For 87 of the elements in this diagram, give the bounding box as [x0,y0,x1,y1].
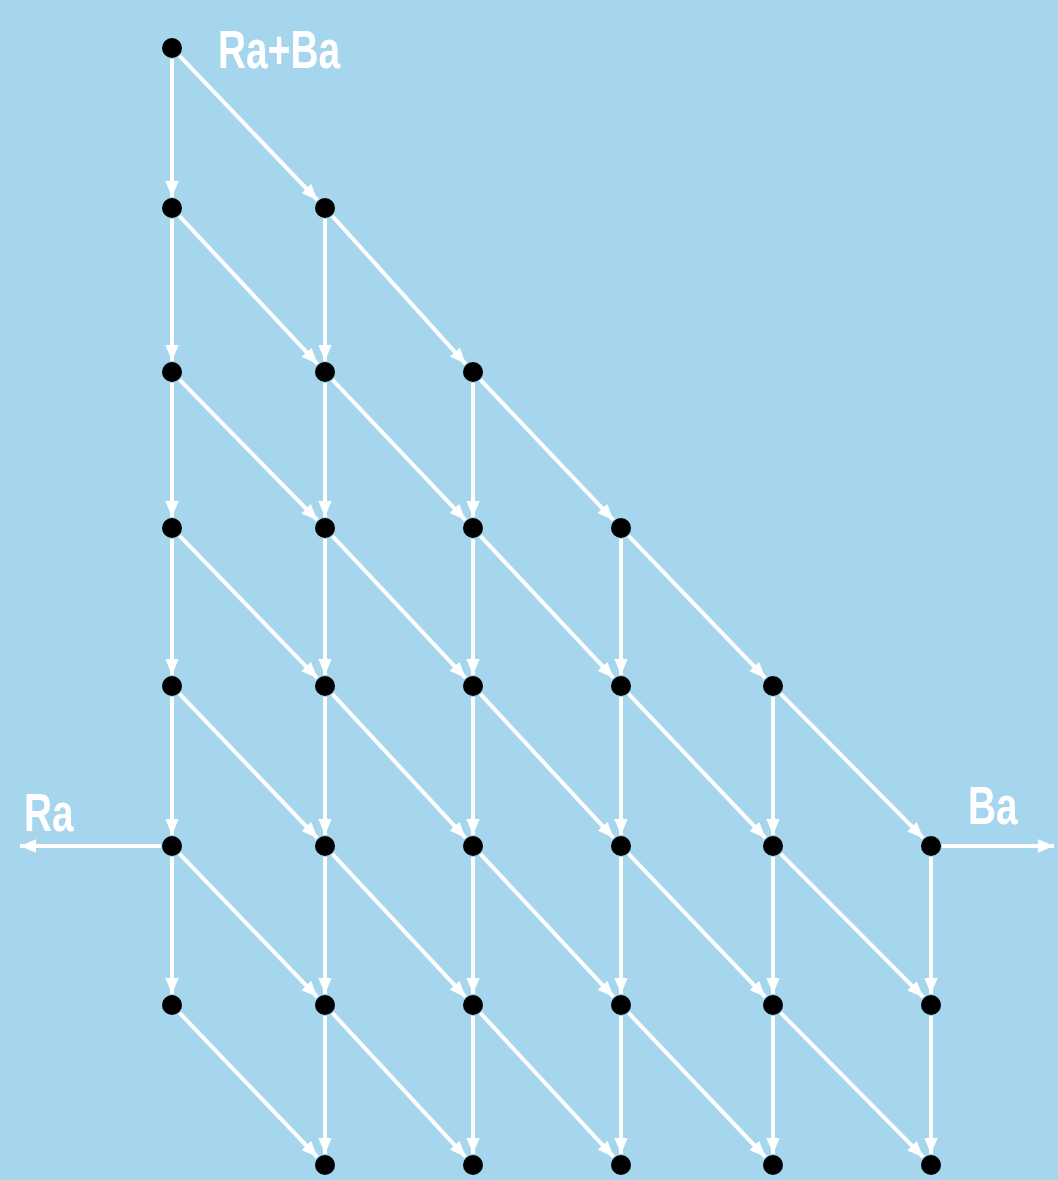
arrow [614,1016,628,1154]
arrow [614,857,628,994]
arrow [766,697,780,835]
node-dot [463,518,483,538]
arrow [466,539,480,675]
node-dot [463,676,483,696]
arrow [165,697,179,835]
arrow [479,1011,615,1159]
arrow [466,697,480,835]
arrow [614,539,628,675]
arrow [20,839,161,853]
arrow [331,1011,467,1159]
arrow [479,852,615,999]
node-dot [611,518,631,538]
arrow [165,539,179,675]
edge-label: Ba [968,778,1018,832]
arrow [318,697,332,835]
node-dot [921,1155,941,1175]
arrow [479,378,615,522]
arrow [466,1016,480,1154]
arrow [627,692,767,840]
arrow [330,214,468,366]
edge-label: Ra [24,785,74,839]
node-dot [921,836,941,856]
arrow [942,839,1054,853]
node-dot [162,836,182,856]
node-dot [463,1155,483,1175]
arrow [318,539,332,675]
node-dot [315,198,335,218]
arrow [318,219,332,361]
node-label: Ra+Ba [218,22,341,76]
node-dot [162,676,182,696]
node-dot [763,836,783,856]
node-dot [162,198,182,218]
arrow [178,692,319,840]
arrow [766,857,780,994]
arrow [924,857,938,994]
node-dot [315,362,335,382]
arrow [779,852,925,999]
arrow [627,852,767,999]
arrow [318,857,332,994]
node-dot [162,362,182,382]
arrow [165,857,179,994]
node-dot [315,1155,335,1175]
arrow [178,214,319,366]
arrow [165,383,179,517]
arrow [479,534,615,680]
arrow [165,219,179,361]
arrow [331,852,467,999]
node-dot [315,995,335,1015]
arrow [331,378,467,522]
node-dot [315,676,335,696]
node-dot [611,836,631,856]
node-dot [315,518,335,538]
arrow [466,383,480,517]
node-dot [611,1155,631,1175]
arrow [318,383,332,517]
arrow [627,1011,767,1159]
node-dot [162,518,182,538]
arrow [178,534,319,680]
arrow [466,857,480,994]
node-dot [315,836,335,856]
arrow [779,1011,925,1159]
node-dot [921,995,941,1015]
node-dot [463,362,483,382]
node-dot [763,676,783,696]
node-dot [763,1155,783,1175]
node-dot [463,836,483,856]
arrow [479,692,615,840]
arrow [627,534,767,680]
node-dot [611,676,631,696]
arrow [165,59,179,197]
arrow [331,692,467,840]
arrow [178,852,319,999]
arrow [779,692,925,840]
node-dot [763,995,783,1015]
arrow [614,697,628,835]
arrow [178,54,319,202]
node-dot [463,995,483,1015]
arrow [318,1016,332,1154]
arrow [924,1016,938,1154]
arrow [178,1011,319,1159]
node-dot [162,995,182,1015]
arrow [178,378,319,522]
arrow [766,1016,780,1154]
arrow [331,534,467,680]
node-dot [611,995,631,1015]
